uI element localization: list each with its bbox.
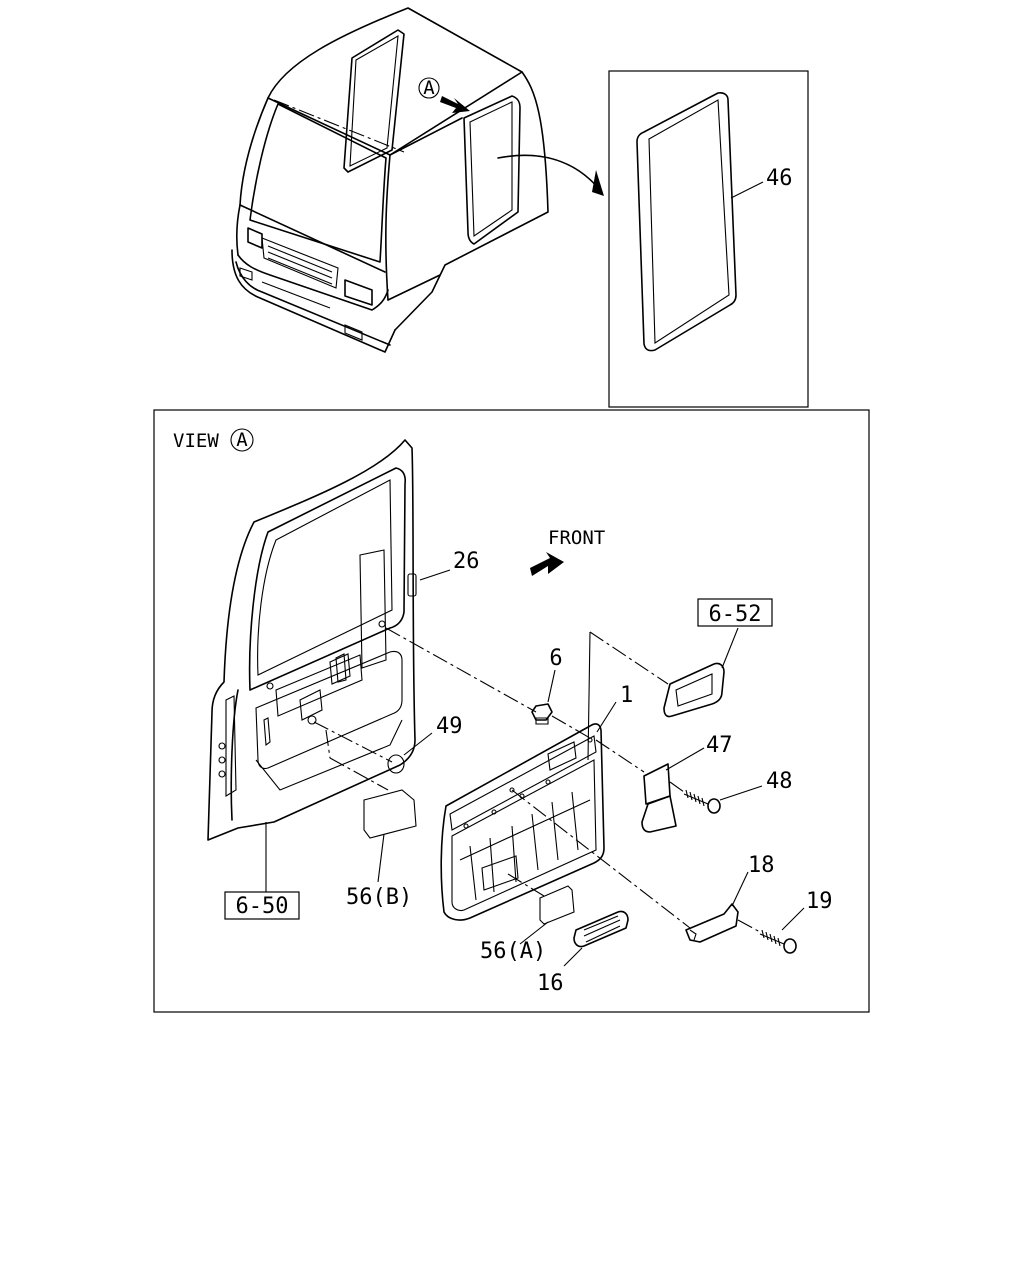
view-a-title: VIEW A [173, 428, 254, 452]
leader-46 [730, 181, 764, 199]
dash-to-47 [595, 739, 645, 773]
part-47-bracket: 47 [641, 733, 733, 833]
part-18-handle: 18 [685, 853, 775, 943]
part-label-1: 1 [620, 683, 633, 708]
part-48-screw: 48 [683, 769, 793, 814]
front-text: FRONT [548, 527, 605, 549]
view-title-circle [230, 428, 254, 452]
part-1-trim-panel: 1 [440, 683, 633, 921]
detail-leader-line [497, 154, 601, 191]
part-label-16: 16 [537, 971, 564, 996]
seal-detail-box: 46 [608, 70, 809, 408]
part-6-52-bezel: 6-52 [663, 598, 773, 718]
part-label-6: 6 [549, 646, 562, 671]
part-56b-sheet: 56(B) [346, 789, 417, 910]
dash-door-to-clip [385, 627, 537, 713]
part-label-56b: 56(B) [346, 885, 412, 910]
part-label-56a: 56(A) [480, 939, 546, 964]
part-label-19: 19 [806, 889, 833, 914]
view-a-marker-text: A [423, 77, 435, 99]
dash-door-to-49 [313, 721, 393, 763]
reference-text-6-52: 6-52 [709, 602, 762, 627]
window-seal-inner [648, 99, 730, 344]
part-26-clip: 26 [407, 549, 480, 597]
dash-clip-to-panel [551, 715, 591, 739]
dash-to-bezel [589, 631, 669, 685]
bezel-guide-line [587, 631, 591, 761]
part-16-grille: 16 [537, 910, 629, 996]
leader-arrow-icon [592, 170, 604, 196]
door-frame-6-50 [207, 439, 416, 841]
part-label-47: 47 [706, 733, 733, 758]
reference-box-6-50: 6-50 [224, 891, 300, 920]
dash-47-to-48 [669, 781, 685, 793]
part-49-plug: 49 [387, 714, 463, 774]
view-a-frame [153, 409, 870, 1013]
view-title-text: VIEW [173, 430, 219, 452]
part-label-48: 48 [766, 769, 793, 794]
part-6-clip: 6 [531, 646, 563, 725]
view-title-marker: A [236, 429, 248, 451]
window-seal-outer [636, 92, 737, 352]
part-label-26: 26 [453, 549, 480, 574]
part-19-screw: 19 [759, 889, 833, 954]
view-a-arrow-icon [440, 96, 470, 113]
view-a-callout: A [418, 77, 470, 113]
view-a-circle [418, 77, 440, 99]
part-56a-plate: 56(A) [480, 885, 575, 964]
reference-text-6-50: 6-50 [236, 894, 289, 919]
dash-panel-to-18 [511, 789, 691, 929]
dash-18-to-19 [737, 919, 761, 933]
dash-panel-to-56a [507, 873, 545, 897]
part-label-46: 46 [766, 166, 793, 191]
part-label-18: 18 [748, 853, 775, 878]
front-arrow-icon [530, 552, 564, 576]
part-label-49: 49 [436, 714, 463, 739]
truck-cab-illustration [231, 7, 549, 353]
dash-door-to-56b [325, 729, 389, 791]
front-indicator: FRONT [530, 527, 605, 576]
